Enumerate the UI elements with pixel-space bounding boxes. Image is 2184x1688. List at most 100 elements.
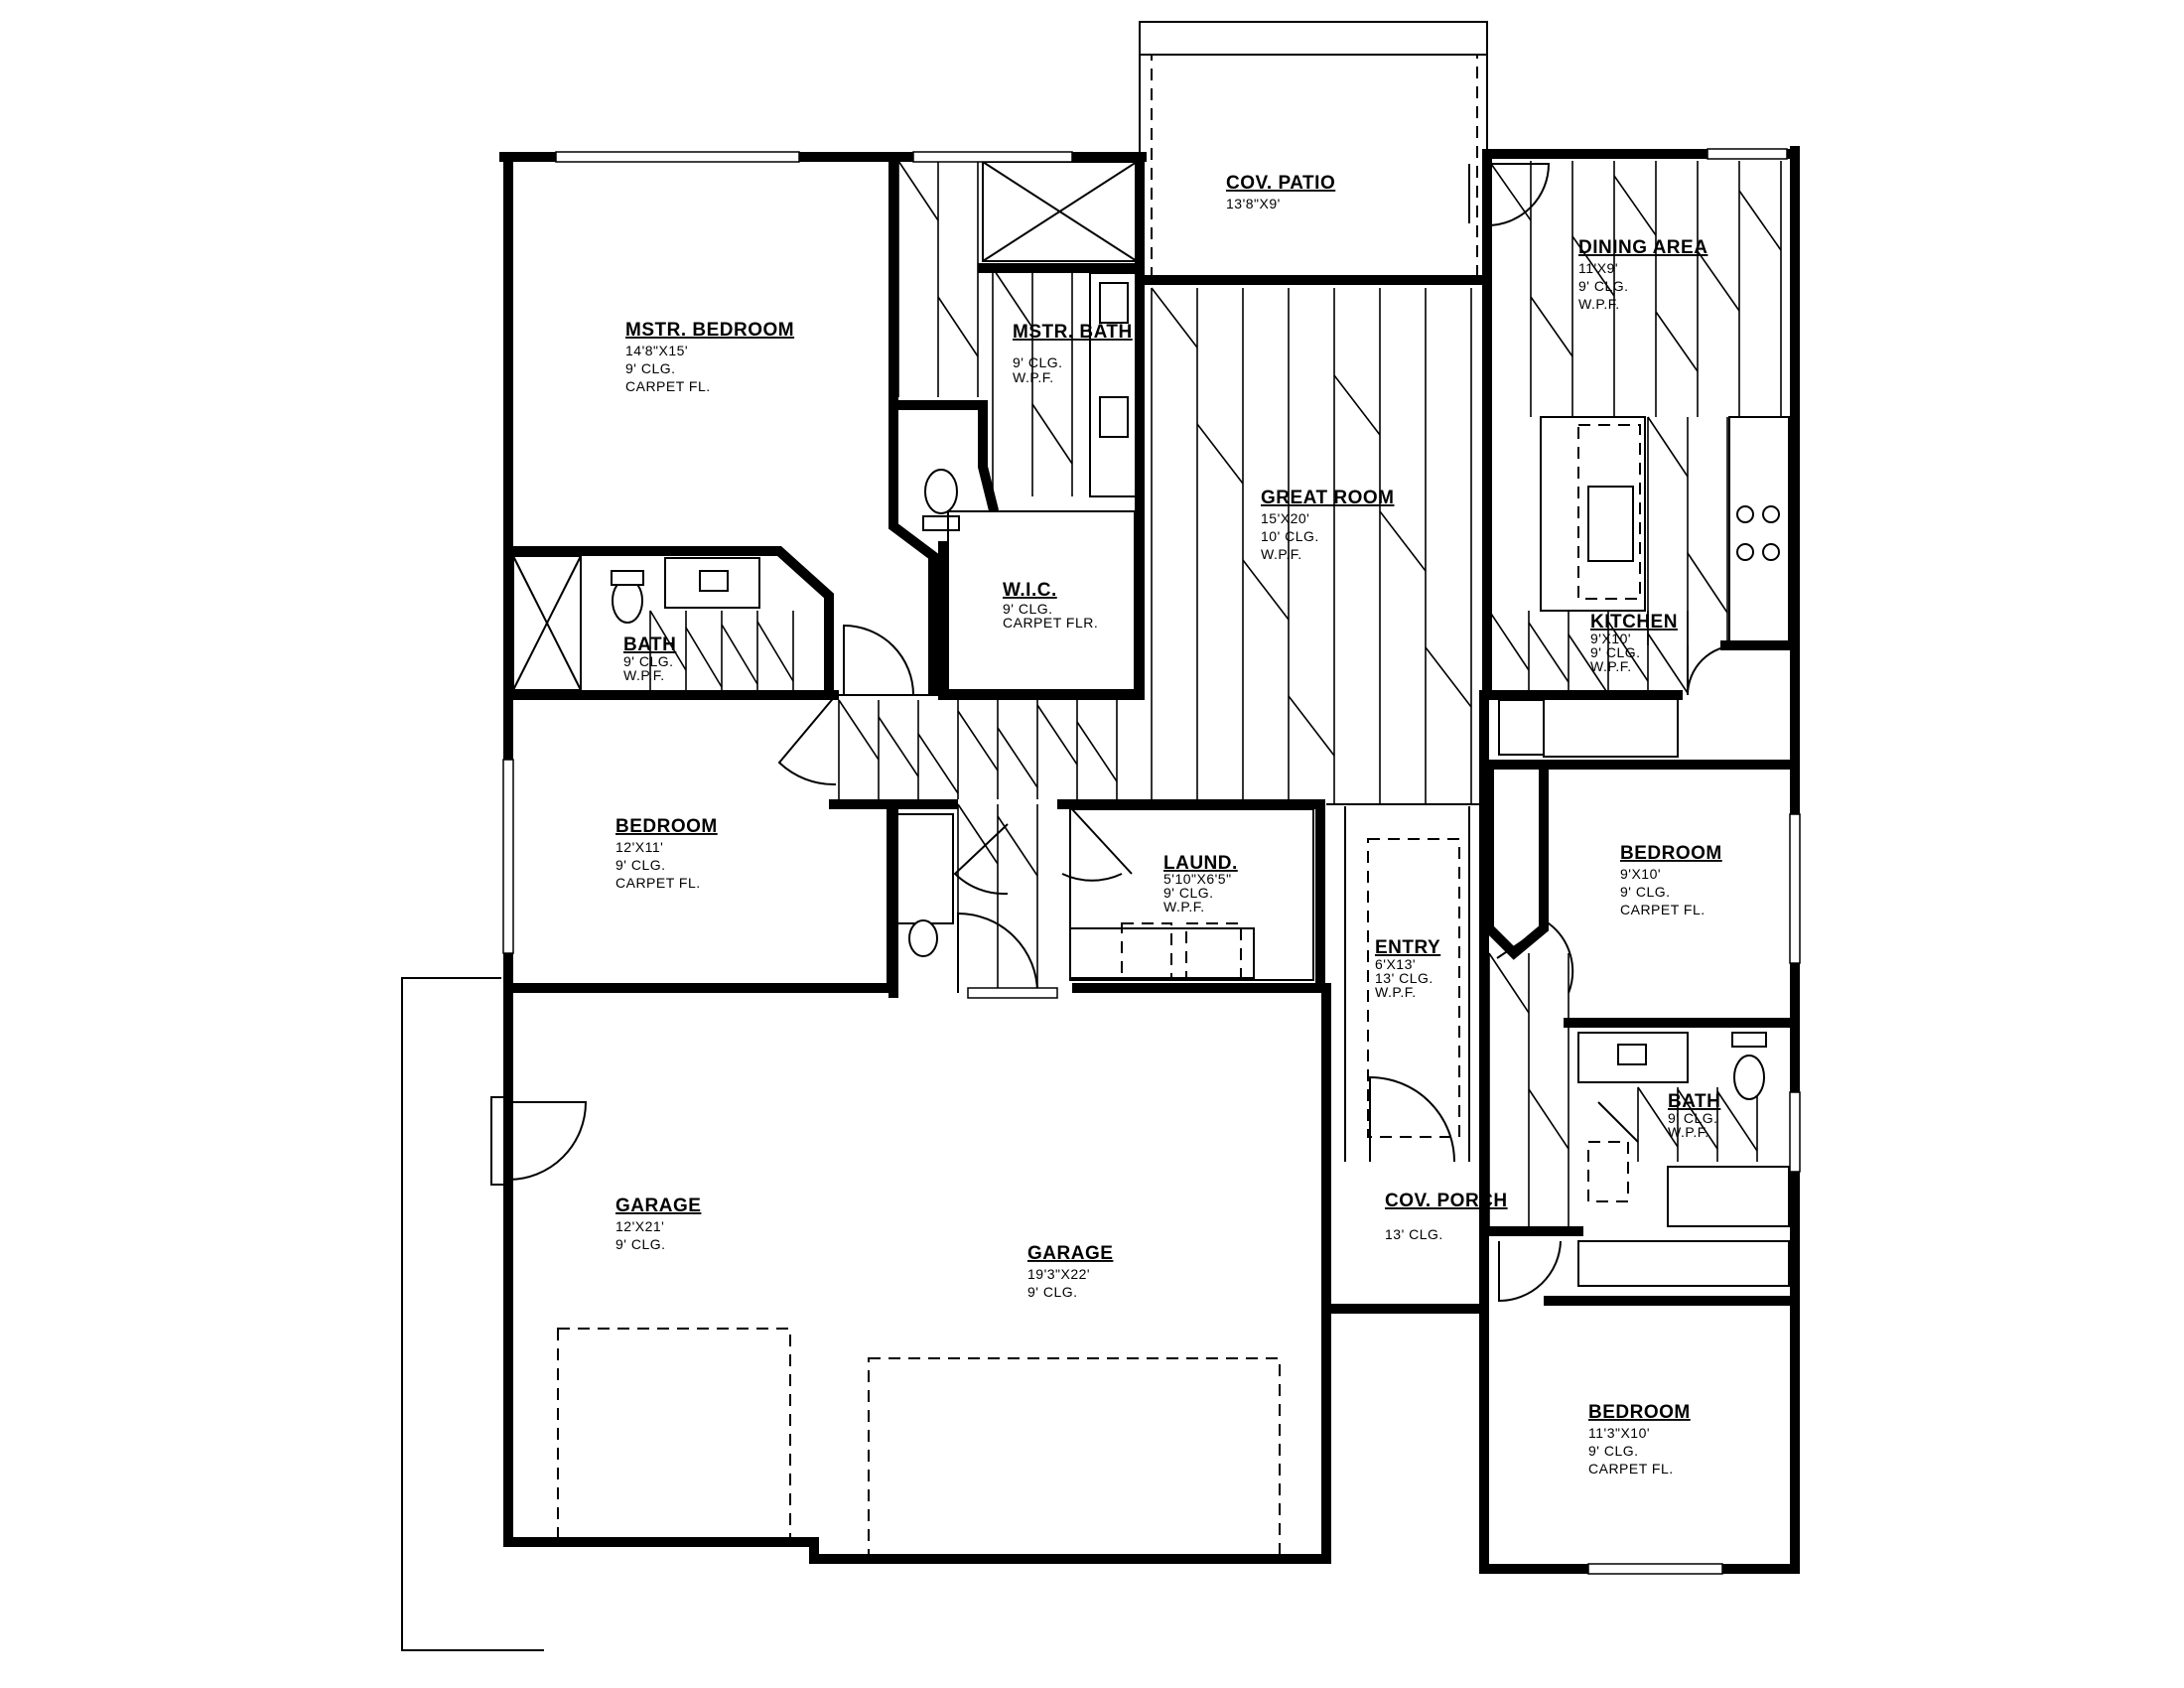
label-bedroom-3: BEDROOM 9'X10' 9' CLG. CARPET FL.: [1620, 843, 1722, 917]
svg-text:9' CLG.: 9' CLG.: [1027, 1284, 1078, 1300]
windows: [502, 148, 1801, 1575]
svg-text:5'10"X6'5": 5'10"X6'5": [1163, 871, 1232, 887]
room-labels: COV. PATIO 13'8"X9' DINING AREA 11'X9' 9…: [615, 173, 1722, 1477]
label-great-room: GREAT ROOM 15'X20' 10' CLG. W.P.F.: [1261, 488, 1394, 562]
plank-seam: [997, 727, 1038, 788]
plank-seam: [1607, 621, 1649, 682]
svg-text:W.I.C.: W.I.C.: [1003, 580, 1057, 601]
svg-text:MSTR. BATH: MSTR. BATH: [1013, 322, 1133, 343]
label-garage-2: GARAGE 19'3"X22' 9' CLG.: [1027, 1243, 1113, 1300]
label-bath-1: BATH 9' CLG. W.P.F.: [623, 634, 676, 683]
svg-text:COV. PATIO: COV. PATIO: [1226, 173, 1335, 194]
plank-seam: [957, 710, 999, 772]
plank-seam: [1488, 160, 1532, 221]
svg-text:BEDROOM: BEDROOM: [1588, 1402, 1691, 1423]
plank-seam: [756, 621, 794, 682]
plank-seam: [1242, 559, 1290, 621]
svg-text:9' CLG.: 9' CLG.: [615, 857, 666, 873]
plank-seam: [1697, 250, 1740, 312]
svg-text:9' CLG.: 9' CLG.: [1163, 885, 1214, 901]
plank-seam: [997, 815, 1038, 877]
label-entry: ENTRY 6'X13' 13' CLG. W.P.F.: [1375, 937, 1440, 1000]
svg-text:MSTR. BEDROOM: MSTR. BEDROOM: [625, 320, 794, 341]
svg-text:9'X10': 9'X10': [1590, 631, 1631, 646]
plank-seam: [1488, 610, 1530, 671]
label-laundry: LAUND. 5'10"X6'5" 9' CLG. W.P.F.: [1163, 853, 1238, 914]
svg-text:BATH: BATH: [1668, 1091, 1720, 1112]
plank-seam: [1738, 190, 1782, 251]
svg-text:CARPET FLR.: CARPET FLR.: [1003, 615, 1098, 631]
plank-seam: [1528, 1088, 1570, 1150]
svg-text:W.P.F.: W.P.F.: [1590, 658, 1632, 674]
svg-text:BATH: BATH: [623, 634, 676, 655]
svg-text:CARPET FL.: CARPET FL.: [615, 875, 701, 891]
plank-seam: [1716, 1090, 1758, 1152]
svg-text:LAUND.: LAUND.: [1163, 853, 1238, 874]
svg-text:COV. PORCH: COV. PORCH: [1385, 1191, 1508, 1211]
svg-text:9' CLG.: 9' CLG.: [1003, 601, 1053, 617]
plank-seam: [1655, 311, 1699, 372]
plank-seam: [685, 627, 723, 688]
svg-text:BEDROOM: BEDROOM: [1620, 843, 1722, 864]
label-mstr-bath: MSTR. BATH 9' CLG. W.P.F.: [1013, 322, 1133, 385]
plank-seam: [1425, 646, 1472, 708]
plank-seam: [1076, 721, 1118, 782]
svg-text:9' CLG.: 9' CLG.: [1588, 1443, 1639, 1459]
svg-text:9'X10': 9'X10': [1620, 866, 1661, 882]
plank-seam: [1613, 175, 1657, 236]
label-bedroom-2: BEDROOM 12'X11' 9' CLG. CARPET FL.: [615, 816, 718, 891]
plank-seam: [1637, 1086, 1679, 1148]
svg-text:CARPET FL.: CARPET FL.: [1588, 1461, 1674, 1477]
svg-text:13' CLG.: 13' CLG.: [1385, 1226, 1443, 1242]
svg-text:13' CLG.: 13' CLG.: [1375, 970, 1433, 986]
plank-seam: [649, 610, 687, 671]
svg-text:9' CLG.: 9' CLG.: [615, 1236, 666, 1252]
plank-seam: [897, 160, 939, 221]
svg-text:9' CLG.: 9' CLG.: [1013, 354, 1063, 370]
svg-text:15'X20': 15'X20': [1261, 510, 1309, 526]
plank-seam: [992, 267, 1033, 329]
label-wic: W.I.C. 9' CLG. CARPET FLR.: [1003, 580, 1098, 631]
plank-seam: [878, 716, 919, 777]
plank-seam: [1568, 633, 1609, 695]
plank-seam: [1151, 287, 1198, 349]
plank-seam: [1488, 952, 1530, 1014]
plank-seam: [1379, 510, 1427, 572]
plank-seam: [957, 803, 999, 865]
doors: [490, 163, 1738, 1303]
svg-text:11'3"X10': 11'3"X10': [1588, 1425, 1650, 1441]
svg-text:6'X13': 6'X13': [1375, 956, 1416, 972]
svg-text:BEDROOM: BEDROOM: [615, 816, 718, 837]
plank-seam: [937, 296, 979, 357]
svg-text:W.P.F.: W.P.F.: [623, 667, 665, 683]
plank-seam: [1677, 1088, 1718, 1150]
svg-text:KITCHEN: KITCHEN: [1590, 612, 1678, 633]
svg-text:W.P.F.: W.P.F.: [1375, 984, 1417, 1000]
svg-text:W.P.F.: W.P.F.: [1163, 899, 1205, 914]
label-dining-area: DINING AREA 11'X9' 9' CLG. W.P.F.: [1578, 237, 1707, 312]
svg-text:GARAGE: GARAGE: [615, 1196, 701, 1216]
plank-seam: [1528, 622, 1570, 683]
svg-text:9' CLG.: 9' CLG.: [625, 360, 676, 376]
plank-seam: [1647, 633, 1689, 694]
plank-seam: [1687, 552, 1728, 614]
svg-text:9' CLG.: 9' CLG.: [623, 653, 674, 669]
svg-text:11'X9': 11'X9': [1578, 260, 1618, 276]
plank-seam: [1196, 423, 1244, 485]
svg-text:CARPET FL.: CARPET FL.: [1620, 902, 1706, 917]
plank-seam: [1288, 695, 1335, 757]
svg-text:12'X21': 12'X21': [615, 1218, 664, 1234]
walls: [499, 146, 1800, 1574]
svg-text:12'X11': 12'X11': [615, 839, 663, 855]
plank-seam: [1036, 704, 1078, 766]
svg-text:13'8"X9': 13'8"X9': [1226, 196, 1281, 211]
label-cov-porch: COV. PORCH 13' CLG.: [1385, 1191, 1508, 1242]
plank-seam: [1333, 374, 1381, 436]
svg-text:W.P.F.: W.P.F.: [1013, 369, 1054, 385]
plank-seam: [1571, 235, 1615, 297]
label-kitchen: KITCHEN 9'X10' 9' CLG. W.P.F.: [1590, 612, 1678, 674]
plank-seam: [1530, 296, 1573, 357]
svg-text:9' CLG.: 9' CLG.: [1590, 644, 1641, 660]
svg-text:10' CLG.: 10' CLG.: [1261, 528, 1319, 544]
